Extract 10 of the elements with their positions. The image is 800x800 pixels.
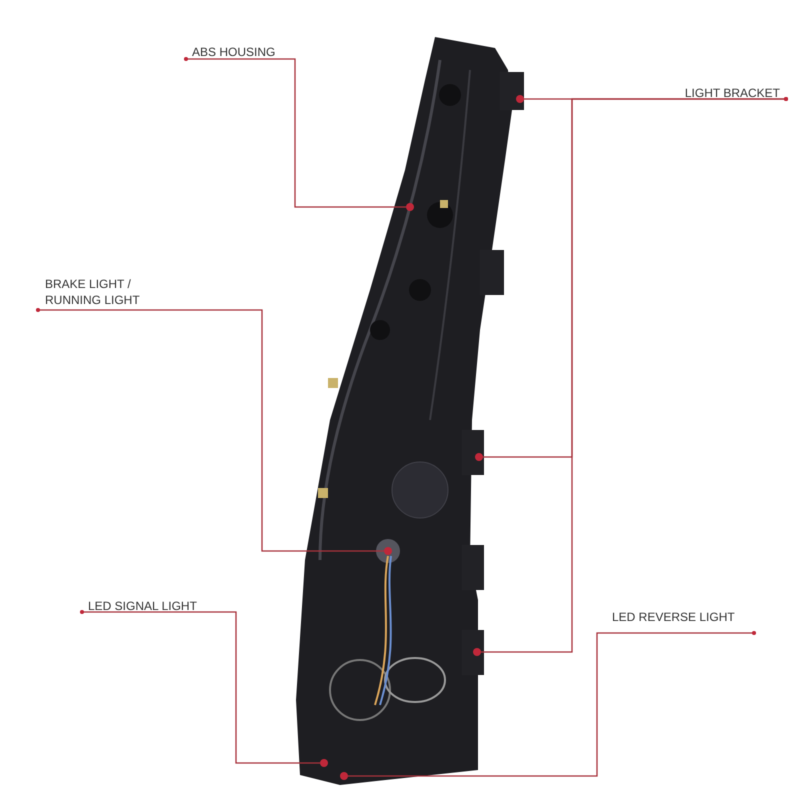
part-label: LED REVERSE LIGHT	[612, 609, 735, 625]
leader-line	[481, 96, 788, 653]
part-label: BRAKE LIGHT / RUNNING LIGHT	[45, 276, 185, 308]
leader-line	[184, 56, 406, 208]
part-label: ABS HOUSING	[192, 44, 276, 60]
part-label: LED SIGNAL LIGHT	[88, 598, 197, 614]
leader-line	[348, 630, 756, 777]
part-label: LIGHT BRACKET	[684, 85, 780, 101]
leader-line	[80, 610, 320, 764]
leader-line	[36, 308, 384, 552]
